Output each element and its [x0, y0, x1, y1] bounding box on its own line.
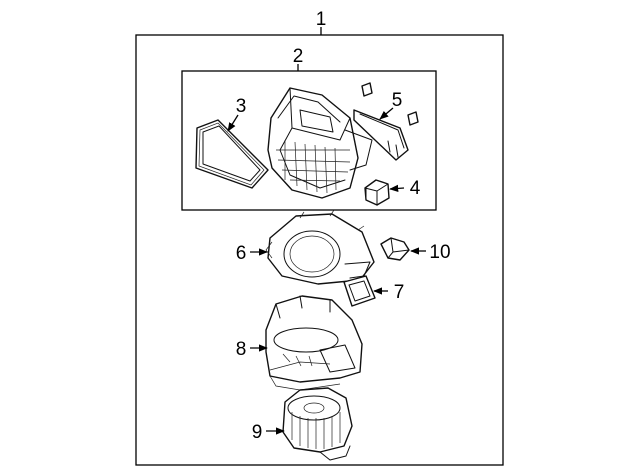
- callout-2: 2: [293, 46, 304, 67]
- callout-3: 3: [236, 96, 247, 117]
- assembly-frame: [135, 34, 504, 466]
- blower-motor-part[interactable]: [282, 387, 353, 461]
- callout-7: 7: [394, 282, 405, 303]
- leader-4: [389, 184, 405, 193]
- upper-case-part[interactable]: [267, 87, 373, 199]
- bracket-part[interactable]: [353, 82, 419, 161]
- callout-9: 9: [252, 422, 263, 443]
- callout-4: 4: [410, 178, 421, 199]
- callout-6: 6: [236, 243, 247, 264]
- sensor-part[interactable]: [380, 237, 410, 261]
- lower-case-part[interactable]: [265, 209, 375, 285]
- duct-seal-part[interactable]: [343, 275, 376, 307]
- blower-housing-part[interactable]: [265, 295, 363, 391]
- leader-5: [379, 107, 394, 120]
- callout-8: 8: [236, 339, 247, 360]
- callout-5: 5: [392, 90, 403, 111]
- filter-seal-part[interactable]: [195, 119, 269, 189]
- callout-1: 1: [316, 9, 327, 30]
- resistor-part[interactable]: [364, 179, 390, 206]
- leader-3: [227, 114, 239, 132]
- upper-case-frame: [181, 70, 437, 211]
- callout-10: 10: [429, 242, 450, 263]
